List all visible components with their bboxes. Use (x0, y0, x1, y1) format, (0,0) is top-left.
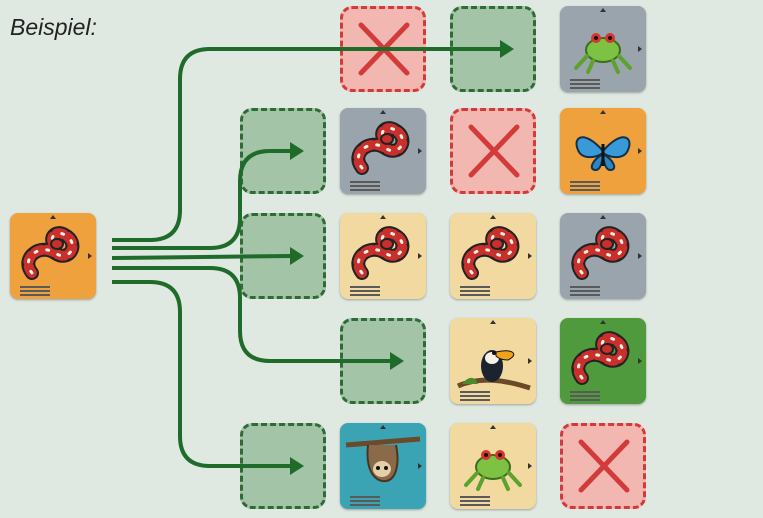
arrowhead-row-5 (290, 457, 304, 475)
arrowhead-row-1 (500, 40, 514, 58)
arrow-to-row-2 (112, 151, 290, 248)
arrowhead-row-4 (390, 352, 404, 370)
arrowhead-row-3 (290, 247, 304, 265)
arrow-to-row-1 (112, 49, 500, 240)
arrow-to-row-5 (112, 282, 290, 466)
arrowhead-row-2 (290, 142, 304, 160)
arrow-to-row-3 (112, 256, 290, 258)
